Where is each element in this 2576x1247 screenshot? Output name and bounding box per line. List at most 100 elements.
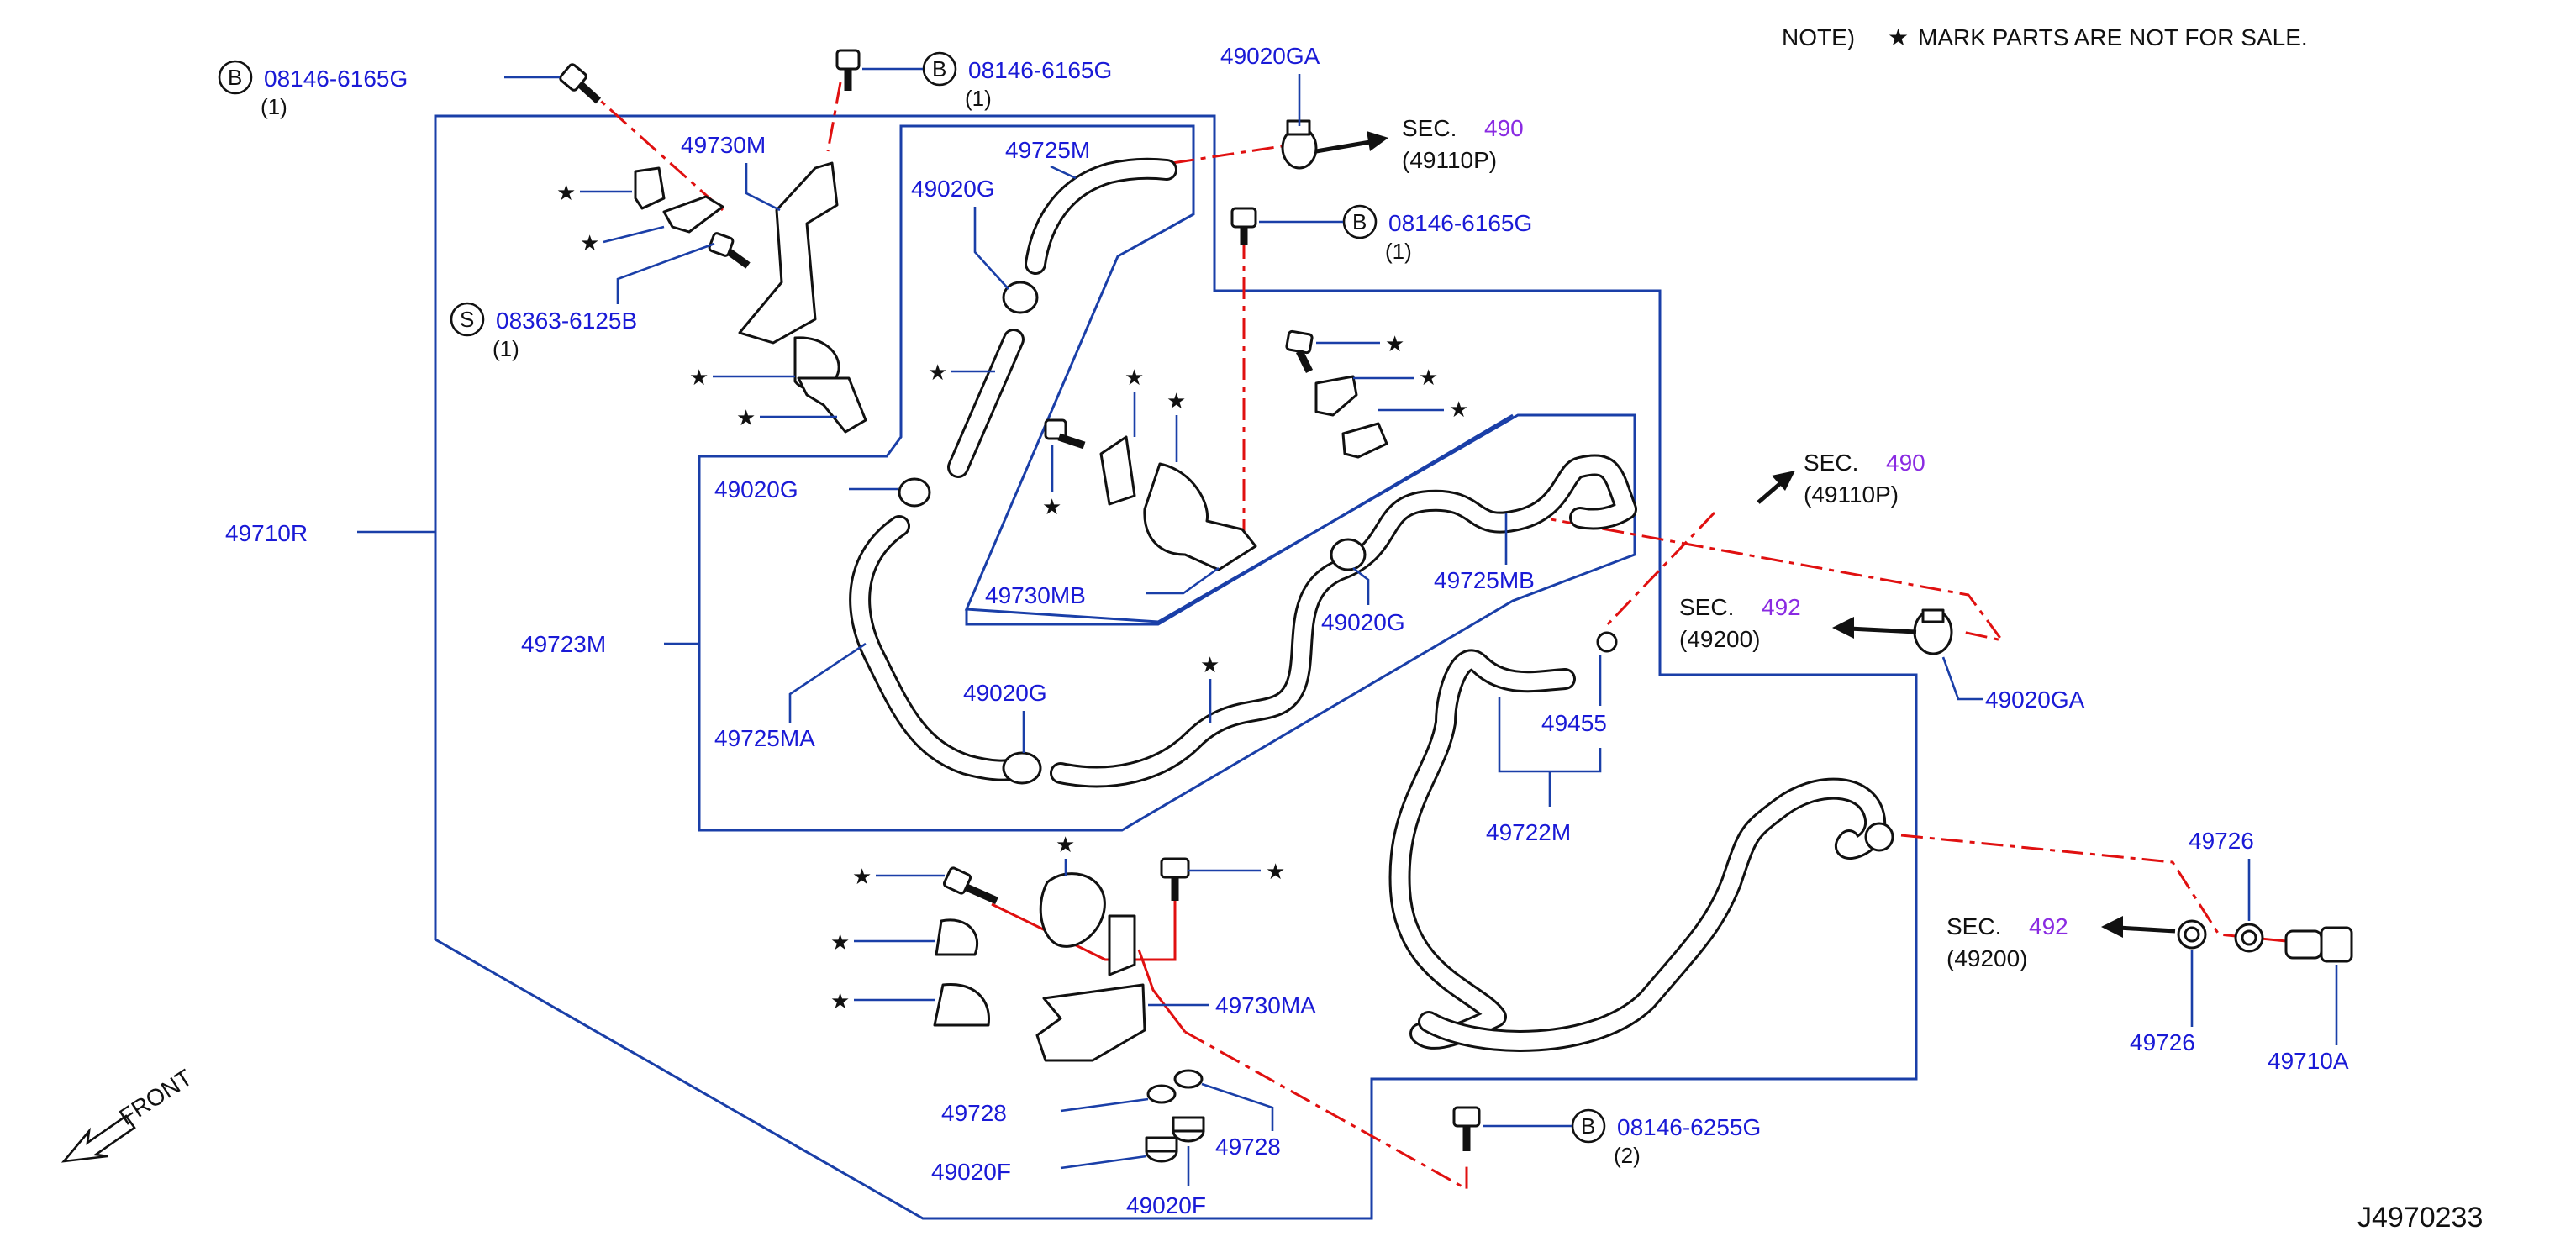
callout-qty: (1) [1385,239,1412,264]
hose-49725mb [1050,454,1637,788]
washer-49726-b [2234,923,2264,953]
callout-part-number: 08146-6165G [968,57,1112,83]
svg-text:49726: 49726 [2130,1029,2195,1055]
bolt-lower-left [942,866,998,905]
hose-49725ma [849,515,1025,781]
bolt-lower-mid [1160,857,1190,901]
part-label-49020g-a: 49020G [911,176,1009,290]
star-icon: ★ [580,231,599,256]
bracket-49730mb [1099,435,1257,571]
svg-text:490: 490 [1484,115,1524,141]
clamp-49020g-d [1002,751,1042,785]
clamp-49020g-b [898,477,931,508]
svg-text:SEC.: SEC. [1946,913,2001,939]
bolt-s-left [708,232,751,269]
svg-text:49725MB: 49725MB [1434,567,1535,593]
callout-part-number: 08146-6165G [264,66,408,92]
sale-note: NOTE) ★ MARK PARTS ARE NOT FOR SALE. [1782,24,2308,50]
clamp-49020ga-top [1281,119,1318,170]
svg-text:49730MB: 49730MB [985,582,1086,608]
callout-qty: (1) [493,336,519,361]
front-label: FRONT [114,1065,197,1131]
section-ref-492-mid: SEC. 492 (49200) [1679,594,1801,652]
svg-text:49730MA: 49730MA [1215,992,1316,1018]
part-label-49455: 49455 [1541,655,1607,736]
grommet-49728-a [1146,1084,1177,1104]
svg-text:49020F: 49020F [1126,1192,1206,1218]
bolt-mid-right [1230,207,1257,245]
part-label-49020f-left: 49020F [931,1155,1147,1185]
callout-part-number: 08146-6165G [1388,210,1532,236]
star-icon: ★ [1419,366,1438,391]
star-icon: ★ [852,865,872,890]
sec-arrow-icon-490-right [1757,471,1795,504]
part-label-49020g-d: 49020G [963,680,1047,753]
bracket-49730ma [933,872,1146,1062]
bolt-upper-right [1285,329,1314,374]
star-icon: ★ [1385,332,1404,357]
svg-text:492: 492 [2029,913,2068,939]
bracket-upper-right [1314,375,1388,459]
callout-qty: (1) [965,86,992,111]
part-label-49710r: 49710R [225,520,308,546]
svg-text:49725MA: 49725MA [714,725,815,751]
part-label-49020f-bottom: 49020F [1126,1146,1206,1218]
callout-badge: B [932,56,946,82]
union-49710a [2284,926,2353,963]
clamp-49020ga-right [1913,608,1953,655]
svg-text:49726: 49726 [2189,828,2254,854]
part-label-49725m: 49725M [1005,137,1090,180]
star-icon: ★ [736,406,756,431]
svg-text:49020G: 49020G [963,680,1047,706]
hose-end-fitting [1864,822,1894,852]
callout-bolt-1: B 08146-6165G (1) [218,60,560,119]
svg-text:490: 490 [1886,450,1925,476]
insulator-49020f-b [1172,1116,1205,1143]
note-text: MARK PARTS ARE NOT FOR SALE. [1918,24,2308,50]
svg-text:49020G: 49020G [1321,609,1405,635]
svg-text:492: 492 [1762,594,1801,620]
drawing-id: J4970233 [2357,1202,2483,1234]
callout-qty: (1) [261,94,287,119]
pipe-49722m [1388,649,1887,1052]
section-ref-490-right: SEC. 490 (49110P) [1804,450,1925,508]
svg-text:49722M: 49722M [1486,819,1571,845]
sec-arrow-icon-492-mid [1832,617,1917,639]
svg-text:49728: 49728 [1215,1134,1281,1160]
svg-text:49020G: 49020G [911,176,995,202]
connector-lines [579,81,2321,1192]
callout-part-number: 08146-6255G [1617,1114,1761,1140]
callout-bolt-2: B 08146-6165G (1) [862,51,1112,111]
part-label-49020g-b: 49020G [714,476,898,502]
callout-badge: B [1352,209,1367,234]
star-icon: ★ [1200,653,1220,678]
part-label-49725ma: 49725MA [714,642,867,751]
hose-49725m [1025,157,1177,275]
svg-text:49728: 49728 [941,1100,1007,1126]
assembly-frame-49710r [434,114,1918,1220]
callout-badge: B [228,65,242,90]
callout-bolt-4: S 08363-6125B (1) [450,242,715,361]
svg-text:SEC.: SEC. [1679,594,1734,620]
callout-badge: B [1581,1113,1595,1139]
svg-text:49020F: 49020F [931,1159,1011,1185]
assembly-frame-49723m [698,124,1636,832]
part-label-49726-top: 49726 [2189,828,2254,921]
grommet-49728-b [1173,1069,1204,1089]
star-icon: ★ [1125,366,1144,391]
part-label-49728-right: 49728 [1201,1082,1281,1160]
part-label-49730ma: 49730MA [1148,992,1316,1018]
bolt-center [1044,418,1086,450]
star-icon: ★ [1449,397,1468,423]
star-icon: ★ [556,181,576,206]
part-label-49020ga-top: 49020GA [1220,43,1320,126]
sec-arrow-icon-490-top [1315,131,1388,154]
bracket-49730m [634,161,867,434]
part-label-49726-bottom: 49726 [2130,950,2195,1055]
star-icon: ★ [1056,833,1075,858]
star-icon: ★ [1042,495,1061,520]
star-icon: ★ [830,989,850,1014]
insulator-49020f-a [1145,1136,1178,1163]
part-label-49728-left: 49728 [941,1097,1149,1126]
